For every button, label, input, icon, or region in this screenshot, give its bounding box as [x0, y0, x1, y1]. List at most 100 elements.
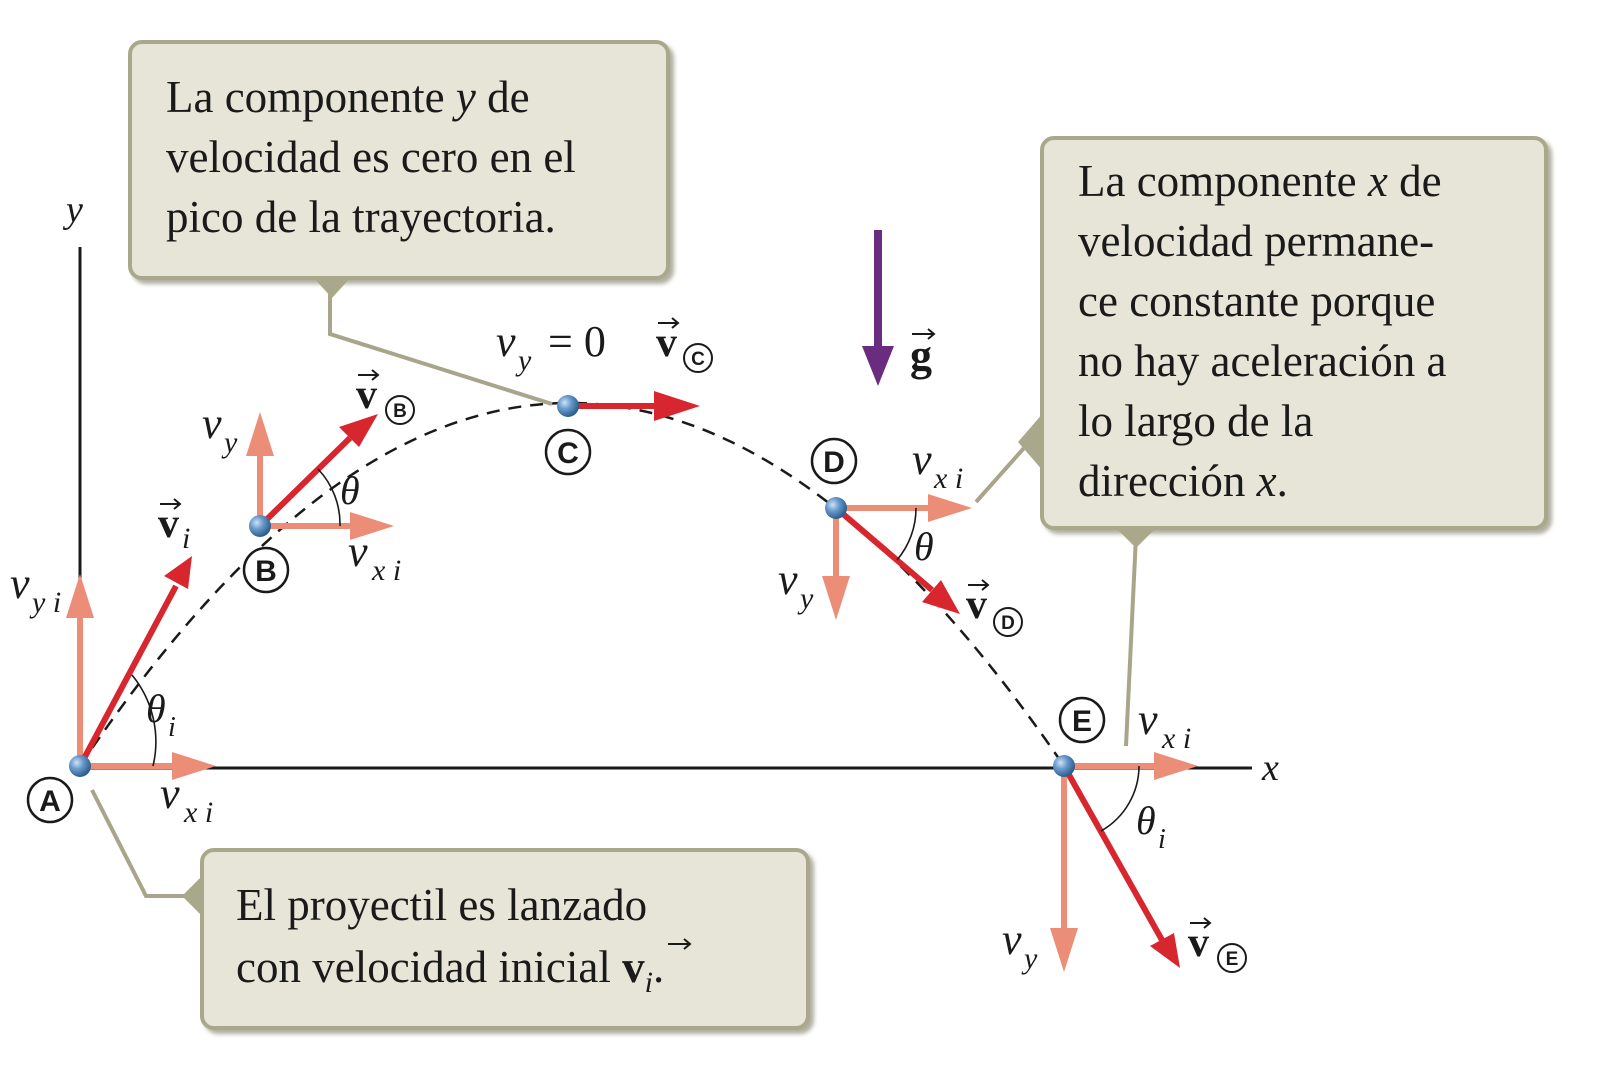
svg-text:C: C: [557, 437, 579, 470]
point-c-vectors: [568, 391, 700, 421]
callout-peak-line1-c: de: [476, 72, 530, 122]
svg-text:dirección x.: dirección x.: [1078, 456, 1288, 506]
svg-text:i: i: [182, 522, 190, 555]
label-vxi-b: v x i: [348, 527, 401, 587]
point-a-vectors: [66, 556, 216, 780]
callout-horizontal: La componente x de velocidad permane- ce…: [1018, 136, 1548, 548]
svg-text:y: y: [797, 582, 814, 615]
callout-peak-line1-a: La componente: [166, 72, 456, 122]
svg-text:v: v: [10, 559, 30, 608]
point-label-c: C: [544, 428, 592, 476]
callout-launch: El proyectil es lanzado con velocidad in…: [182, 848, 810, 1030]
svg-text:D: D: [1001, 613, 1015, 634]
leader-horizontal-e: [1124, 535, 1138, 747]
ball-c: [557, 395, 579, 417]
svg-text:= 0: = 0: [548, 317, 606, 366]
gravity-label: g: [910, 328, 936, 380]
ball-d: [825, 497, 847, 519]
point-e-vectors: [1050, 752, 1198, 972]
label-vd: v D: [966, 579, 1023, 637]
gravity-vector: [862, 230, 894, 386]
svg-text:θ: θ: [1136, 798, 1156, 843]
label-ve: v E: [1188, 917, 1247, 973]
svg-text:v: v: [656, 320, 677, 366]
svg-text:i: i: [1158, 824, 1166, 855]
label-theta-b: θ: [340, 468, 360, 513]
point-label-a: A: [26, 776, 74, 824]
svg-text:C: C: [691, 349, 705, 370]
svg-text:v: v: [356, 372, 377, 418]
svg-text:v: v: [778, 555, 798, 604]
callout-launch-line2-suffix: .: [653, 942, 664, 992]
callout-launch-line2-prefix: con velocidad inicial: [236, 942, 622, 992]
label-vy-b: v y: [202, 399, 238, 459]
callout-launch-vi-symbol: v: [622, 942, 645, 992]
callout-horizontal-line3: ce constante porque: [1078, 276, 1435, 326]
svg-text:y: y: [1021, 942, 1038, 975]
svg-text:v: v: [496, 317, 516, 366]
svg-text:g: g: [910, 331, 932, 380]
svg-text:y: y: [221, 426, 238, 459]
ball-e: [1053, 755, 1075, 777]
svg-text:D: D: [823, 446, 845, 479]
svg-text:x i: x i: [1161, 722, 1191, 755]
point-label-b: B: [242, 546, 290, 594]
callout-horizontal-line6-c: .: [1277, 456, 1288, 506]
svg-text:con velocidad inicial vi.: con velocidad inicial vi.: [236, 942, 664, 999]
callout-horizontal-line6-b: x: [1256, 456, 1277, 506]
svg-text:v: v: [158, 501, 179, 547]
label-vy-zero: v y = 0: [496, 317, 606, 377]
svg-text:θ: θ: [146, 686, 166, 731]
ball-b: [249, 515, 271, 537]
label-vb: v B: [356, 369, 415, 425]
svg-text:v: v: [912, 435, 932, 484]
label-vyi-a: v y i: [10, 559, 61, 619]
label-vy-d: v y: [778, 555, 814, 615]
svg-text:v: v: [348, 527, 368, 576]
callout-horizontal-line4: no hay aceleración a: [1078, 336, 1447, 386]
y-axis-label: y: [62, 189, 83, 231]
callout-horizontal-line1-b: x: [1367, 156, 1388, 206]
svg-text:x i: x i: [183, 796, 213, 829]
point-b-vectors: [246, 412, 394, 540]
svg-text:La componente y de: La componente y de: [166, 72, 530, 122]
svg-text:x i: x i: [933, 462, 963, 495]
svg-text:i: i: [168, 712, 176, 743]
svg-text:v: v: [966, 582, 987, 628]
callout-horizontal-line2: velocidad permane-: [1078, 216, 1434, 266]
svg-text:B: B: [393, 401, 407, 422]
svg-text:v: v: [1188, 920, 1209, 966]
callout-peak-line2: velocidad es cero en el: [166, 132, 576, 182]
label-vi-a: v i: [158, 498, 190, 555]
svg-text:y: y: [515, 344, 532, 377]
label-theta-a: θ i: [146, 686, 176, 743]
callout-horizontal-line5: lo largo de la: [1078, 396, 1313, 446]
label-theta-d: θ: [914, 524, 934, 569]
svg-text:v: v: [1138, 695, 1158, 744]
svg-text:v: v: [202, 399, 222, 448]
label-vy-e: v y: [1002, 915, 1038, 975]
callout-peak-line1-b: y: [452, 72, 476, 122]
callout-launch-line1: El proyectil es lanzado: [236, 880, 647, 930]
svg-text:A: A: [39, 785, 61, 818]
svg-text:E: E: [1226, 949, 1239, 970]
label-vc: v C: [656, 317, 713, 373]
point-d-vectors: [822, 494, 972, 620]
x-axis-label: x: [1261, 747, 1279, 789]
label-theta-e: θ i: [1136, 798, 1166, 855]
svg-text:v: v: [160, 769, 180, 818]
callout-horizontal-line1-c: de: [1388, 156, 1442, 206]
callout-peak-line3: pico de la trayectoria.: [166, 192, 556, 242]
label-vxi-a: v x i: [160, 769, 213, 829]
svg-text:La componente x de: La componente x de: [1078, 156, 1442, 206]
svg-text:y i: y i: [29, 586, 61, 619]
callout-launch-vi-subscript: i: [645, 966, 653, 999]
leader-peak: [328, 288, 553, 406]
callout-horizontal-line6-a: dirección: [1078, 456, 1257, 506]
label-vxi-e: v x i: [1138, 695, 1191, 755]
label-vxi-d: v x i: [912, 435, 963, 495]
callout-horizontal-line1-a: La componente: [1078, 156, 1368, 206]
svg-text:E: E: [1072, 705, 1092, 738]
